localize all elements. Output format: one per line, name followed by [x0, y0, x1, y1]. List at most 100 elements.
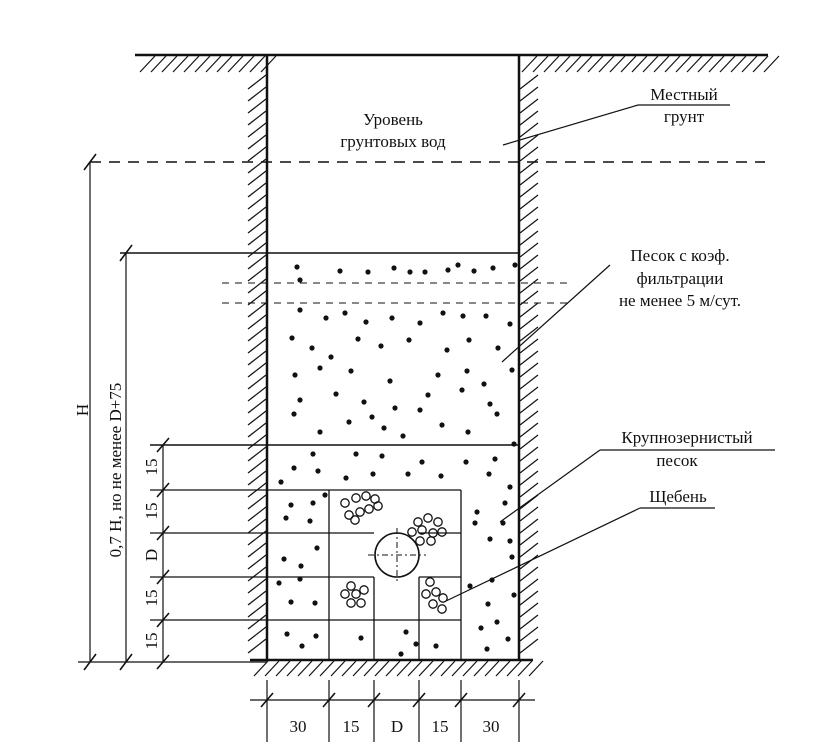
bottom-hatch-line [363, 660, 379, 677]
sand-dot [435, 372, 441, 378]
ground-hatch-line [205, 55, 222, 73]
sand-dot [444, 347, 450, 353]
sand-dot [358, 635, 364, 641]
sand-dot [322, 492, 328, 498]
sand-dot [346, 419, 352, 425]
wall-hatch-line [519, 98, 539, 114]
wall-hatch-line [247, 518, 267, 534]
ground-hatch-line [576, 55, 593, 73]
gravel-stone [425, 577, 435, 587]
sand-dot [455, 262, 461, 268]
ground-hatch-line [172, 55, 189, 73]
ground-hatch-line [719, 55, 736, 73]
groundwater-label-line1: Уровень [363, 110, 423, 129]
bottom-hatch-line [429, 660, 445, 677]
wall-hatch-line [247, 602, 267, 618]
sand-dot [445, 267, 451, 273]
wall-hatch-line [247, 242, 267, 258]
gravel-stone [340, 589, 350, 599]
sand-dot [466, 337, 472, 343]
dimension-h: H [73, 153, 267, 671]
ground-hatch-line [249, 55, 266, 73]
gravel-stone [426, 536, 436, 546]
bottom-hatch-line [275, 660, 291, 677]
sand-dot [407, 269, 413, 275]
ground-hatch-line [598, 55, 615, 73]
ground-hatching [139, 55, 780, 73]
sand-dot [365, 269, 371, 275]
width-ticks [260, 680, 526, 742]
sand-dot [417, 320, 423, 326]
wall-hatch-line [247, 218, 267, 234]
gravel-stone [415, 536, 425, 546]
gravel-stone [340, 498, 350, 508]
width-tick [367, 692, 381, 708]
layer-grid [150, 489, 462, 660]
wall-hatch-line [519, 146, 539, 162]
bottom-hatch-line [319, 660, 335, 677]
layer-tick [156, 482, 170, 498]
sand-dot [505, 636, 511, 642]
sand-dot [433, 643, 439, 649]
sand-dot [353, 451, 359, 457]
wall-hatch-line [247, 350, 267, 366]
wall-hatch-line [247, 254, 267, 270]
sand-dot [391, 265, 397, 271]
wall-hatch-line [247, 74, 267, 90]
wall-hatch-line [247, 122, 267, 138]
ground-hatch-line [708, 55, 725, 73]
bottom-hatch-line [506, 660, 522, 677]
ground-hatch-line [227, 55, 244, 73]
sand-dot [463, 459, 469, 465]
wall-hatch-line [519, 542, 539, 558]
width-dim-2: 15 [343, 717, 360, 736]
gravel-stone [355, 507, 365, 517]
sand-dot [281, 556, 287, 562]
wall-hatch-line [247, 374, 267, 390]
wall-hatch-line [519, 194, 539, 210]
sand-dot [355, 336, 361, 342]
ground-hatch-line [653, 55, 670, 73]
sand-dot [361, 399, 367, 405]
sand-dot [405, 471, 411, 477]
sand-dot [511, 441, 517, 447]
sand-dot [459, 387, 465, 393]
filter-sand-label-line3: не менее 5 м/сут. [619, 291, 741, 310]
wall-hatch-line [519, 614, 539, 630]
wall-hatch-line [247, 494, 267, 510]
dimension-h-label: H [73, 404, 92, 416]
sand-dot [502, 500, 508, 506]
sand-dot [342, 310, 348, 316]
wall-hatch-line [247, 578, 267, 594]
sand-dot [292, 372, 298, 378]
sand-dot [512, 262, 518, 268]
ground-hatch-line [763, 55, 780, 73]
wall-hatch-line [247, 386, 267, 402]
sand-dot [483, 313, 489, 319]
wall-hatch-line [247, 434, 267, 450]
sand-dot [379, 453, 385, 459]
sand-dot [323, 315, 329, 321]
ground-hatch-line [631, 55, 648, 73]
sand-dot [328, 354, 334, 360]
wall-hatch-line [247, 230, 267, 246]
bottom-hatch-line [407, 660, 423, 677]
wall-hatch-line [247, 458, 267, 474]
wall-hatch-line [519, 182, 539, 198]
ground-hatch-line [150, 55, 167, 73]
wall-hatch-line [247, 554, 267, 570]
wall-hatch-line [247, 590, 267, 606]
ground-hatch-line [260, 55, 277, 73]
wall-hatch-line [519, 314, 539, 330]
sand-dot [297, 307, 303, 313]
ground-hatch-line [216, 55, 233, 73]
sand-dot [425, 392, 431, 398]
gravel-stone [428, 599, 438, 609]
dimension-fill-label: 0,7 H, но не менее D+75 [106, 383, 125, 558]
ground-hatch-line [521, 55, 538, 73]
wall-hatch-line [519, 638, 539, 654]
trench-walls [247, 55, 539, 660]
ground-hatch-line [543, 55, 560, 73]
sand-dot [297, 397, 303, 403]
ground-hatch-line [139, 55, 156, 73]
